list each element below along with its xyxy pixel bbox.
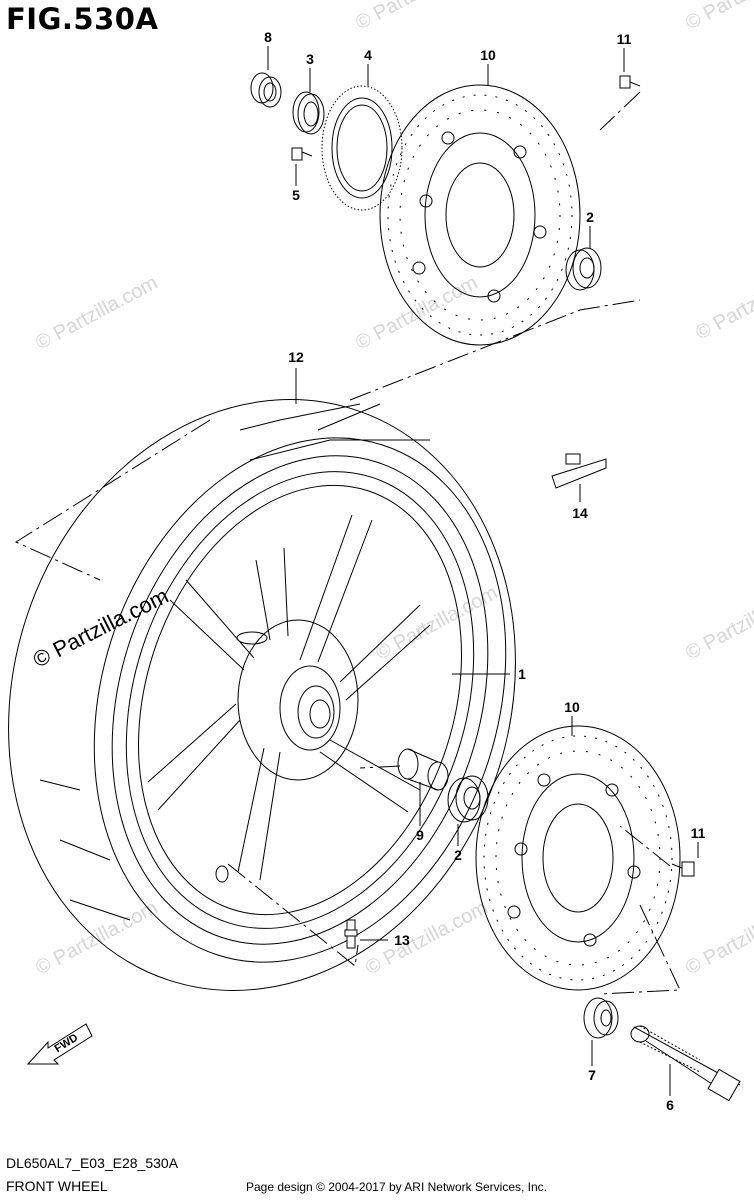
wheel-spokes bbox=[147, 514, 431, 881]
wheel-rim bbox=[111, 455, 489, 945]
callout-1: 1 bbox=[518, 666, 526, 682]
page-credit: Page design © 2004-2017 by ARI Network S… bbox=[246, 1180, 548, 1194]
watermark-text: © Partzilla bbox=[682, 917, 754, 980]
watermark-text: © Partzilla.com bbox=[29, 583, 172, 673]
brake-disc-lower bbox=[475, 725, 681, 991]
callout-11: 11 bbox=[617, 31, 632, 47]
spacer-part-lower bbox=[397, 748, 449, 791]
tire-valve-part bbox=[344, 919, 358, 949]
callout-10: 10 bbox=[480, 47, 496, 63]
spacer-part bbox=[250, 72, 282, 108]
watermark-text: © Partzilla.com bbox=[32, 272, 161, 355]
leader-lines bbox=[267, 46, 699, 1096]
front-axle-part bbox=[630, 1025, 741, 1102]
assembly-guide-lines bbox=[14, 91, 681, 995]
callout-2: 2 bbox=[454, 847, 462, 863]
screw-part bbox=[291, 147, 313, 161]
callout-7: 7 bbox=[588, 1067, 596, 1083]
forward-direction-arrow: FWD bbox=[26, 1023, 93, 1065]
callout-11: 11 bbox=[691, 825, 706, 841]
callout-2: 2 bbox=[586, 209, 594, 225]
callout-4: 4 bbox=[364, 47, 372, 63]
watermark-text: © Partzilla bbox=[682, 0, 754, 34]
exploded-parts-diagram: © Partzilla.com © Partzilla.com © Partzi… bbox=[8, 0, 754, 1113]
watermark-text: © Partzilla.com bbox=[352, 272, 481, 355]
bolt-part-lower bbox=[671, 861, 695, 877]
watermark-text: © Partzilla bbox=[352, 0, 444, 34]
callout-14: 14 bbox=[572, 505, 588, 521]
figure-title: FIG.530A bbox=[6, 2, 159, 36]
callout-8: 8 bbox=[264, 29, 272, 45]
diagram-caption: FRONT WHEEL bbox=[6, 1178, 108, 1194]
callout-5: 5 bbox=[292, 187, 300, 203]
sensor-rotor-ring-part bbox=[321, 85, 403, 211]
oil-seal-part bbox=[292, 91, 325, 135]
brake-disc-upper bbox=[379, 84, 581, 346]
valve-hole bbox=[215, 865, 229, 883]
callout-labels: 1 2 2 3 4 5 6 7 8 9 10 10 11 11 12 13 14 bbox=[264, 29, 706, 1113]
watermark-text: © Partzilla bbox=[692, 282, 754, 345]
balance-weight-part bbox=[551, 453, 607, 489]
callout-9: 9 bbox=[416, 827, 424, 843]
watermark-layer: © Partzilla.com © Partzilla.com © Partzi… bbox=[32, 0, 754, 979]
callout-6: 6 bbox=[666, 1097, 674, 1113]
watermark-text: © Partzilla bbox=[682, 602, 754, 665]
callout-3: 3 bbox=[306, 51, 314, 67]
callout-12: 12 bbox=[288, 349, 304, 365]
bearing-part-lower bbox=[447, 775, 489, 823]
bearing-part-upper bbox=[565, 247, 602, 291]
wheel-hub bbox=[236, 619, 359, 781]
callout-13: 13 bbox=[394, 932, 410, 948]
callout-10: 10 bbox=[564, 699, 580, 715]
diagram-code: DL650AL7_E03_E28_530A bbox=[6, 1155, 179, 1171]
front-tire bbox=[8, 399, 516, 991]
bolt-part-upper bbox=[619, 75, 641, 89]
axle-collar-part bbox=[583, 997, 619, 1039]
